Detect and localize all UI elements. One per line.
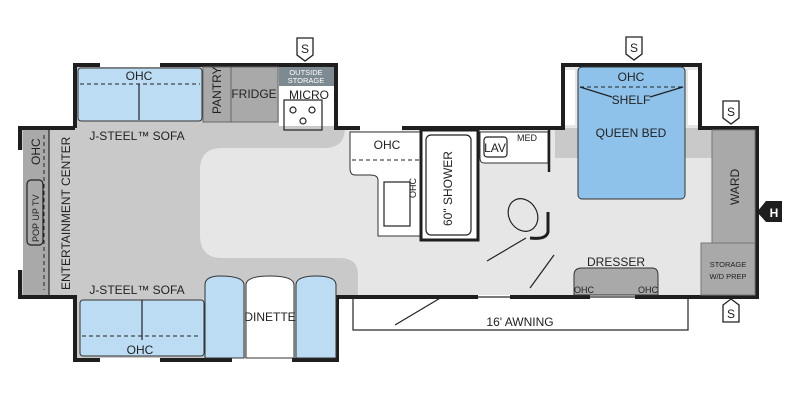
bath-door-frame: [529, 212, 550, 240]
top-sofa: [77, 67, 203, 122]
window: [100, 62, 160, 67]
window: [360, 126, 402, 131]
hitch-marker-label: H: [770, 206, 779, 220]
dresser-ohc-left: OHC: [574, 285, 595, 295]
storage-marker-rear-top: S: [722, 100, 740, 125]
wardrobe: [711, 129, 756, 244]
storage-marker-rear-bottom: S: [722, 298, 740, 323]
pop-up-tv-label: POP UP TV: [31, 194, 41, 242]
front-ohc-label: OHC: [29, 138, 43, 165]
window: [688, 70, 698, 125]
fridge: [230, 66, 279, 123]
window: [232, 358, 292, 363]
shower: [419, 128, 480, 242]
dinette-bench-left: [204, 275, 245, 359]
outside-storage-label: OUTSIDE: [289, 68, 322, 77]
awning-label: 16' AWNING: [486, 315, 553, 329]
storage-marker-kitchen: S: [296, 37, 314, 62]
storage-marker-label: S: [301, 42, 309, 56]
micro-label: MICRO: [289, 88, 329, 102]
med-label: MED: [517, 133, 538, 143]
sink: [383, 181, 411, 227]
galley-counter: [349, 131, 421, 237]
storage-marker-label: S: [727, 307, 735, 321]
wall-top: [73, 63, 759, 299]
top-sofa-label: J-STEEL™ SOFA: [89, 129, 184, 143]
lav-sink: [483, 136, 508, 158]
dresser-ohc-right: OHC: [638, 285, 659, 295]
hitch-marker: H: [757, 201, 782, 222]
window: [565, 70, 575, 125]
dinette-label: DINETTE: [244, 310, 295, 324]
bed-ohc-label: OHC: [618, 70, 645, 84]
burner-icon: [289, 106, 297, 114]
shower-pan: [425, 134, 472, 236]
window: [18, 150, 23, 270]
entertainment-center-label: ENTERTAINMENT CENTER: [59, 136, 73, 290]
awning: [352, 296, 689, 331]
shower-label: 60" SHOWER: [441, 151, 455, 226]
storage-marker-label: S: [630, 41, 638, 55]
kitchen-counter: [279, 86, 334, 126]
window: [100, 358, 160, 363]
pantry-label: PANTRY: [210, 66, 224, 114]
bottom-sofa-label: J-STEEL™ SOFA: [89, 283, 184, 297]
shelf-label: SHELF: [612, 93, 651, 107]
door-swing: [394, 296, 443, 326]
bottom-ohc-label: OHC: [127, 343, 154, 357]
dinette-bench-right: [295, 275, 337, 359]
storage-wd-prep: [700, 242, 756, 296]
wd-prep-label: W/D PREP: [709, 272, 746, 281]
lav-counter: [479, 131, 549, 164]
burner-icon: [308, 106, 316, 114]
outside-storage-label-2: STORAGE: [288, 76, 325, 85]
door-swing: [529, 254, 555, 289]
dresser-label: DRESSER: [587, 255, 645, 269]
dresser: [573, 267, 659, 296]
storage-marker-bedroom: S: [625, 36, 643, 61]
lav-label: LAV: [484, 141, 506, 155]
storage-marker-label: S: [727, 105, 735, 119]
sink-ohc-label: OHC: [408, 178, 418, 199]
fridge-label: FRIDGE: [231, 87, 276, 101]
shelf-line: [649, 86, 684, 98]
storage-label: STORAGE: [710, 260, 747, 269]
queen-bed-label: QUEEN BED: [596, 126, 667, 140]
living-area: [20, 127, 358, 297]
ohc-label: OHC: [126, 69, 153, 83]
outside-storage: [279, 67, 334, 86]
stove: [283, 99, 323, 131]
shelf-line: [579, 86, 613, 98]
burner-icon: [299, 117, 307, 125]
galley-ohc-label: OHC: [374, 138, 401, 152]
door-swing: [486, 237, 527, 262]
dinette-table: [245, 275, 295, 359]
ward-label: WARD: [728, 168, 742, 205]
pantry: [202, 66, 232, 123]
toilet: [507, 198, 539, 232]
pop-up-tv: [26, 179, 44, 246]
queen-bed: [577, 66, 686, 200]
